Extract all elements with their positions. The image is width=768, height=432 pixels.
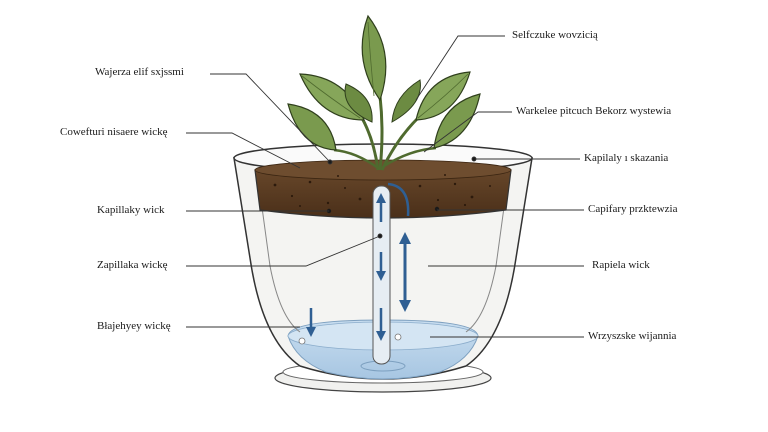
label-left-1: Wajerza elif sxjssmi: [95, 66, 184, 78]
label-left-2: Cowefturi nisaere wickę: [60, 126, 168, 138]
leader-lines: [186, 35, 584, 338]
label-top-right: Selfczuke wovzicią: [512, 29, 598, 41]
plant: [287, 14, 481, 171]
label-left-5: Błajehyey wickę: [97, 320, 171, 332]
label-left-4: Zapillaka wickę: [97, 259, 168, 271]
label-right-3: Capifary przktewzia: [588, 203, 678, 215]
label-right-5: Wrzyszske wijannia: [588, 330, 677, 342]
label-left-3: Kapillaky wick: [97, 204, 165, 216]
label-right-1: Warkelee pitcuch Bekorz wystewia: [516, 105, 672, 117]
curved-arrow-icon: [387, 182, 410, 217]
label-right-2: Kapilaly ı skazania: [584, 152, 669, 164]
capillary-arrows: [306, 182, 411, 341]
label-right-4: Rapiela wick: [592, 259, 650, 271]
